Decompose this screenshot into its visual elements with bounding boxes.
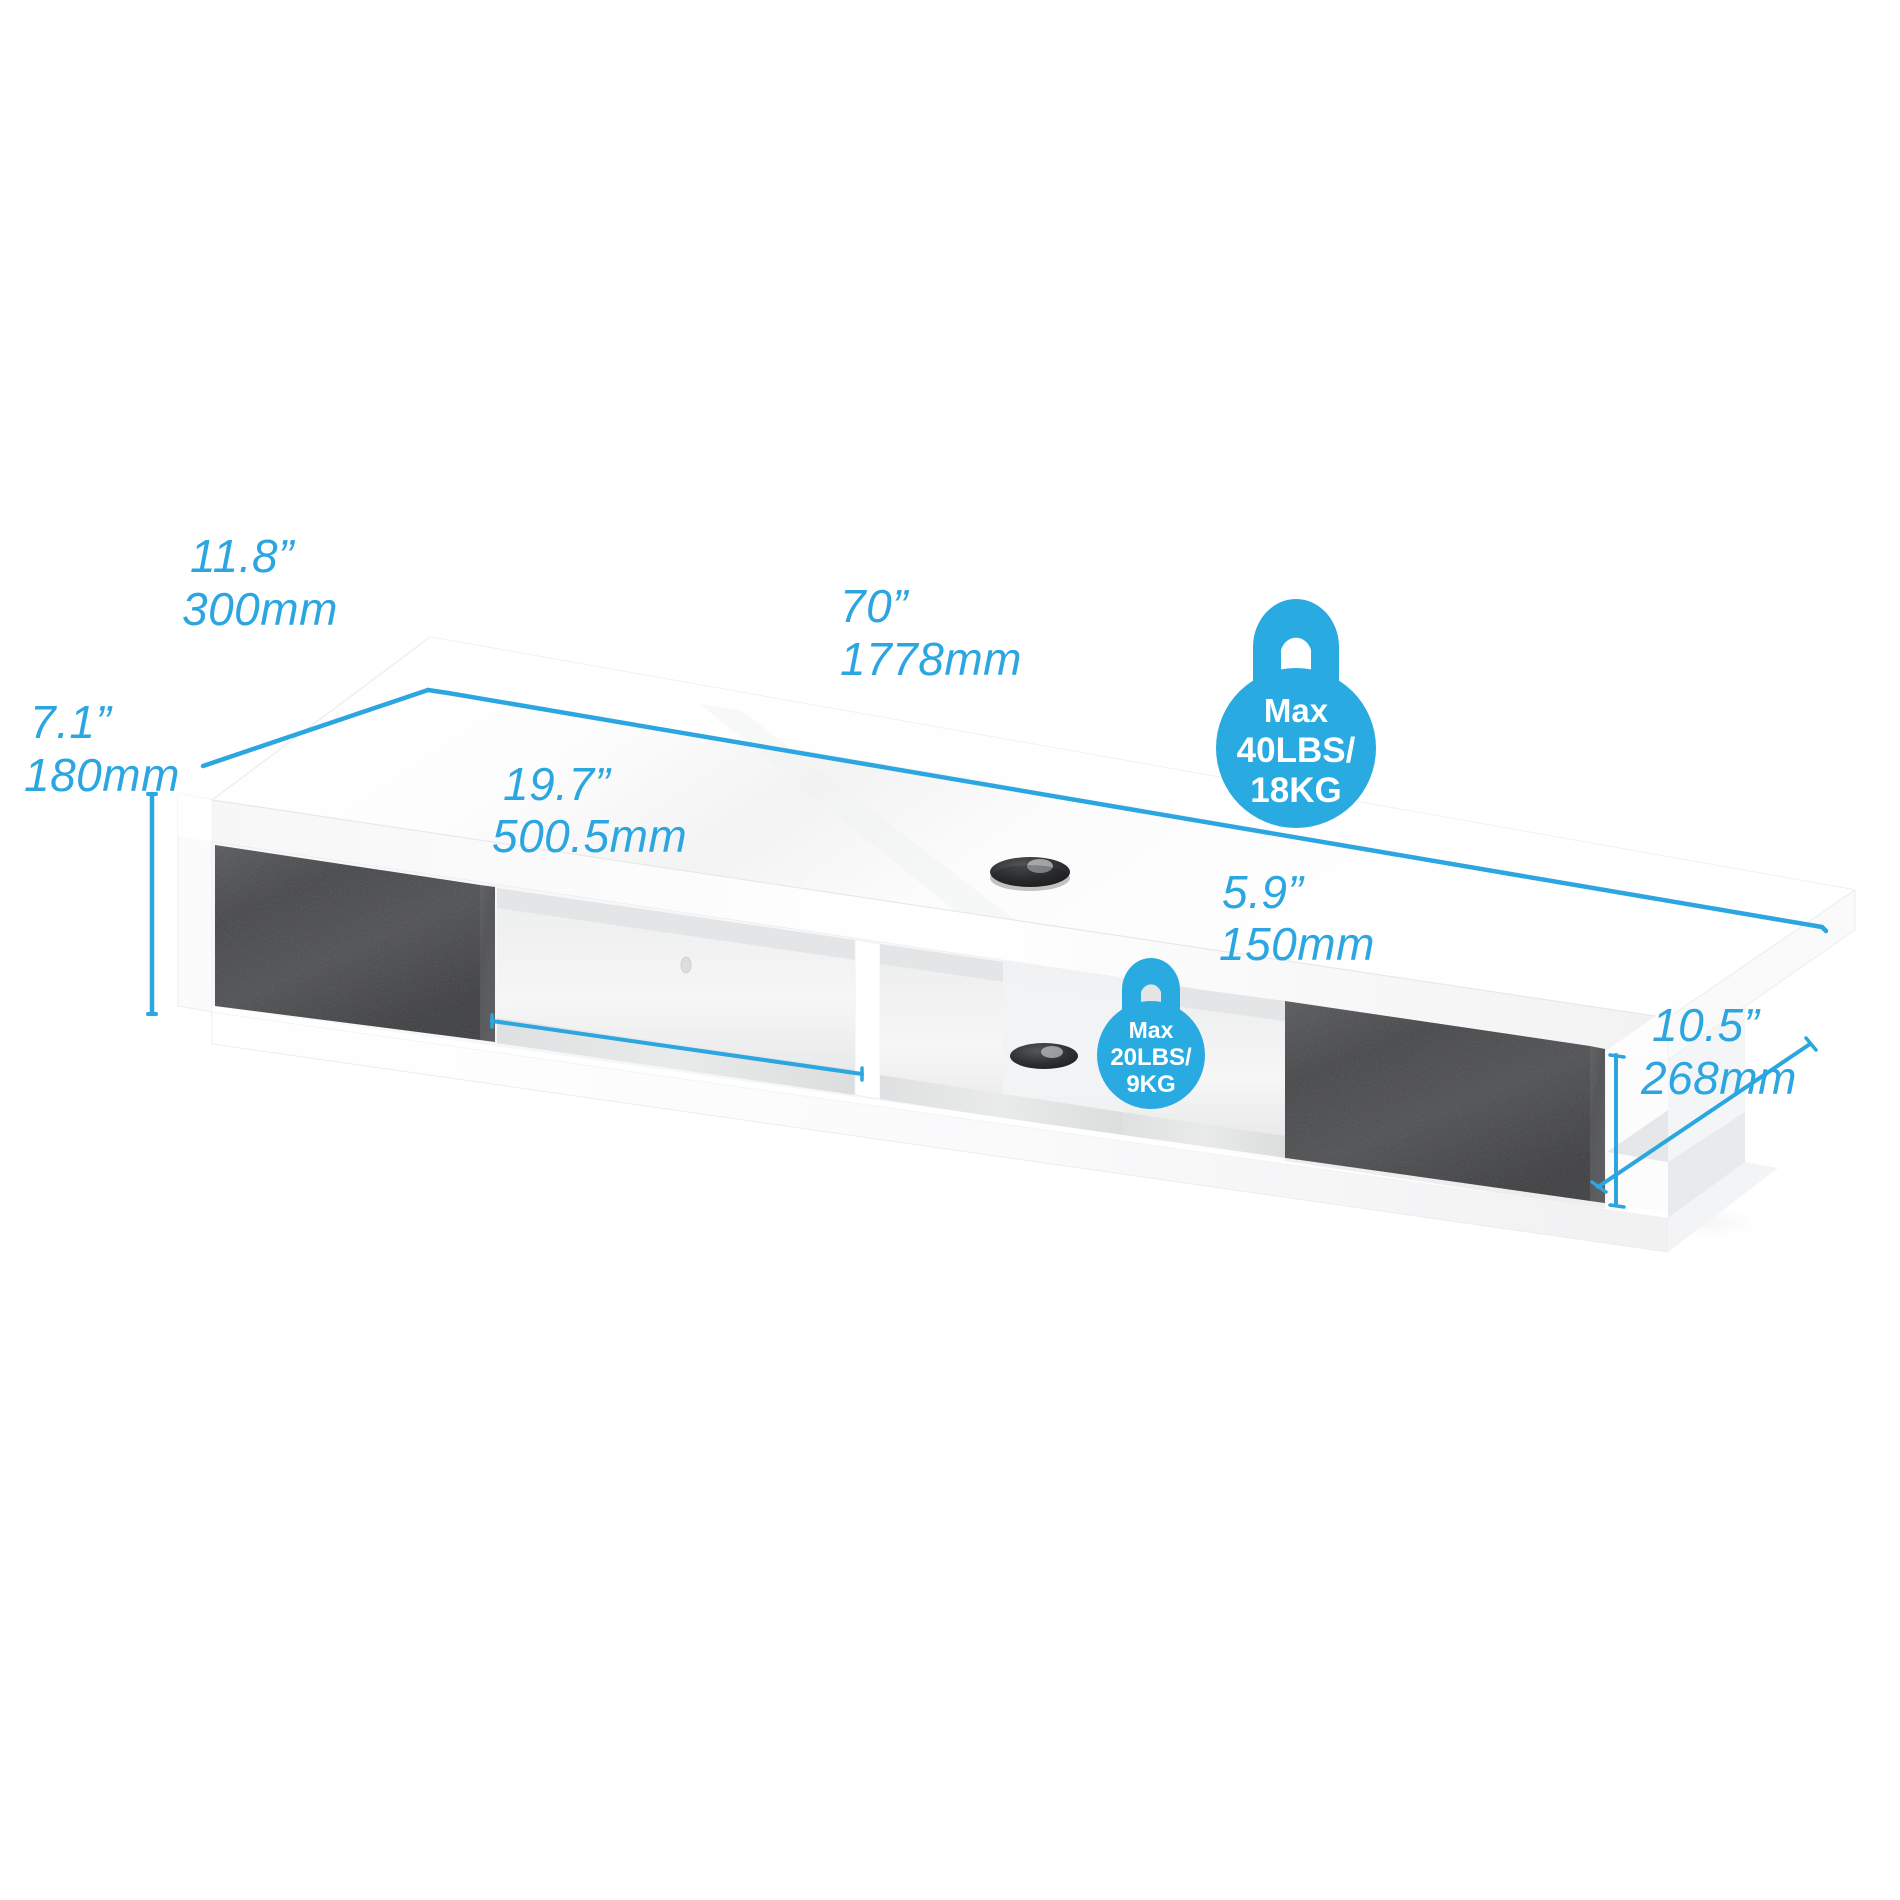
badge-20lbs-line3: 9KG [1126,1071,1175,1098]
top-surface-highlight [380,637,1855,900]
base-board-top-sliver [212,1006,1668,1218]
height-inches-text: 7.1” [30,696,113,748]
dimline-compartment-width [490,1019,864,1076]
left-stone-door-panel [215,845,480,1040]
dimline-cd-tick-far [1804,1036,1818,1052]
compartment-depth-metric-text: 268mm [1640,1052,1797,1104]
depth-metric-text: 300mm [182,583,338,635]
width-metric-text: 1778mm [840,633,1022,685]
right-compartment-floor-wall [1668,1112,1745,1218]
compartment-width-inches-text: 19.7” [503,758,613,810]
dimline-ch-tick-bottom [1608,1203,1626,1209]
padlock-icon-40lbs [1216,599,1376,828]
right-door-edge [1590,1046,1605,1209]
badge-40lbs-line2: 40LBS/ [1237,731,1356,770]
compartment-3-floor [1122,1112,1285,1161]
dimension-label-overall-height: 7.1” 180mm [24,696,180,801]
right-stone-door-panel [1285,1001,1590,1207]
dimline-depth-tick [425,687,451,696]
max-load-badge-top-surface: Max 40LBS/ 18KG [1216,599,1376,828]
tv-stand-3d-model [177,636,1857,1253]
badge-20lbs-line2: 20LBS/ [1110,1044,1192,1071]
cable-management-grommet-top-icon [990,857,1070,891]
shelf-pin-hole-icon [680,956,692,974]
dimline-ch-tick-top [1608,1053,1626,1059]
compartment-height-inches-text: 5.9” [1222,866,1305,918]
dimension-label-overall-width: 70” 1778mm [840,580,1022,685]
dimension-label-compartment-height: 5.9” 150mm [1219,866,1375,970]
base-board-right-return [1668,1162,1778,1252]
compartment-depth-inches-text: 10.5” [1652,999,1762,1051]
padlock-icon-20lbs [1097,958,1205,1109]
dimline-depth-left [200,687,431,769]
dimline-cd-tick-near [1590,1180,1608,1194]
dimline-compartment-depth [1596,1042,1812,1189]
top-board-right-overhang [1667,889,1856,1061]
dimension-label-compartment-width: 19.7” 500.5mm [492,758,687,862]
dimension-label-compartment-depth: 10.5” 268mm [1640,999,1797,1104]
compartment-2-floor [880,1075,1122,1136]
badge-20lbs-line1: Max [1129,1017,1174,1043]
dimension-label-overall-depth: 11.8” 300mm [182,530,338,635]
cable-management-grommet-inner-icon [1010,1043,1078,1069]
compartment-width-metric-text: 500.5mm [492,810,687,862]
dimline-width-endtick [1819,924,1829,934]
compartment-1-top-shadow [497,888,855,960]
badge-40lbs-line1: Max [1264,692,1329,729]
depth-inches-text: 11.8” [190,530,296,582]
left-door-edge [480,885,495,1042]
dimline-width [445,690,1825,930]
height-metric-text: 180mm [24,749,180,801]
dimension-lines-group [146,687,1829,1209]
badge-40lbs-line3: 18KG [1250,771,1341,810]
compartment-height-metric-text: 150mm [1219,918,1375,970]
width-inches-text: 70” [840,580,910,632]
max-load-badge-shelf: Max 20LBS/ 9KG [1097,958,1205,1109]
compartment-1-floor [497,1018,855,1095]
left-end-cap-top [178,793,212,842]
